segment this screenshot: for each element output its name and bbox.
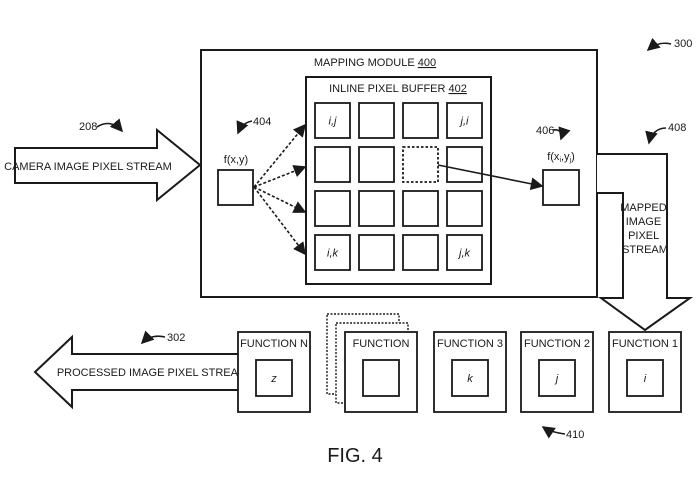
function-boxes: FUNCTION N z FUNCTION FUNCTION 3 k FUNCTION 2… bbox=[237, 331, 682, 413]
pixel-cell-label: i,j bbox=[329, 116, 338, 128]
inline-pixel-buffer-box bbox=[305, 76, 492, 285]
pixel-cell bbox=[446, 102, 483, 139]
pixel-cell bbox=[358, 102, 395, 139]
ref-408: 408 bbox=[645, 122, 686, 145]
function-box: FUNCTION N z bbox=[237, 331, 311, 413]
function-variable: z bbox=[270, 373, 277, 385]
ref-410-label: 410 bbox=[566, 429, 584, 441]
function-outer-box bbox=[344, 331, 418, 413]
fan-arrow-2 bbox=[253, 165, 307, 188]
function-title: FUNCTION bbox=[353, 338, 410, 350]
ref-404: 404 bbox=[236, 116, 271, 135]
function-outer-box bbox=[520, 331, 594, 413]
function-inner-box bbox=[451, 359, 489, 397]
function-title: FUNCTION 1 bbox=[612, 338, 678, 350]
ref-408-label: 408 bbox=[668, 122, 686, 134]
fan-arrows bbox=[253, 123, 307, 256]
pixel-cell bbox=[314, 234, 351, 271]
ref-404-label: 404 bbox=[253, 116, 271, 128]
ref-406: 406 bbox=[536, 125, 571, 141]
inline-pixel-buffer-title: INLINE PIXEL BUFFER 402 bbox=[329, 83, 467, 95]
pixel-cell bbox=[314, 146, 351, 183]
function-inner-box bbox=[626, 359, 664, 397]
function-title: FUNCTION 2 bbox=[524, 338, 590, 350]
pixel-cell-highlighted bbox=[402, 146, 439, 183]
function-title: FUNCTION 3 bbox=[437, 338, 503, 350]
function-variable: i bbox=[644, 373, 647, 385]
ref-300: 300 bbox=[646, 37, 692, 52]
ref-302: 302 bbox=[140, 330, 185, 345]
input-function-box bbox=[217, 169, 254, 206]
function-variable: j bbox=[554, 373, 559, 385]
fan-arrow-4 bbox=[253, 186, 306, 256]
function-outer-box bbox=[237, 331, 311, 413]
fan-arrow-1 bbox=[253, 123, 307, 188]
pixel-grid: i,j j,i i,k j,k bbox=[314, 102, 483, 271]
pixel-cell bbox=[402, 234, 439, 271]
output-function-label: f(xi,yj) bbox=[547, 151, 575, 164]
function-box: FUNCTION 1 i bbox=[608, 331, 682, 413]
pixel-cell bbox=[314, 102, 351, 139]
pixel-cell bbox=[402, 190, 439, 227]
ref-300-label: 300 bbox=[674, 38, 692, 50]
function-title: FUNCTION N bbox=[240, 338, 308, 350]
ref-406-label: 406 bbox=[536, 125, 554, 137]
pixel-cell bbox=[358, 190, 395, 227]
function-box: FUNCTION 3 k bbox=[433, 331, 507, 413]
processed-stream-label: PROCESSED IMAGE PIXEL STREAM bbox=[57, 367, 247, 379]
pixel-cell-label: j,k bbox=[457, 248, 471, 260]
function-inner-box bbox=[362, 359, 400, 397]
ref-410: 410 bbox=[541, 426, 584, 441]
fan-arrow-3 bbox=[253, 186, 307, 213]
mapping-arrow bbox=[437, 164, 544, 191]
camera-stream-arrow bbox=[14, 127, 202, 203]
ref-208-label: 208 bbox=[79, 121, 97, 133]
processed-stream-arrow bbox=[33, 334, 240, 410]
mapping-module-title: MAPPING MODULE 400 bbox=[314, 57, 436, 69]
camera-stream-label: CAMERA IMAGE PIXEL STREAM bbox=[4, 161, 172, 173]
function-outer-box bbox=[608, 331, 682, 413]
function-variable: k bbox=[467, 373, 473, 385]
pixel-cell bbox=[402, 102, 439, 139]
input-function-label: f(x,y) bbox=[224, 154, 248, 166]
pixel-cell-label: i,k bbox=[327, 248, 339, 260]
output-function-box bbox=[542, 169, 580, 206]
function-box: FUNCTION 2 j bbox=[520, 331, 594, 413]
pixel-cell bbox=[446, 190, 483, 227]
mapped-stream-label: MAPPED IMAGE PIXEL STREAM bbox=[620, 202, 670, 256]
pixel-cell bbox=[358, 146, 395, 183]
function-inner-box bbox=[255, 359, 293, 397]
ref-208: 208 bbox=[79, 118, 124, 133]
pixel-cell bbox=[446, 146, 483, 183]
pixel-cell bbox=[314, 190, 351, 227]
pixel-cell-label: j,i bbox=[459, 116, 470, 128]
function-box: FUNCTION bbox=[344, 331, 418, 413]
function-outer-box bbox=[433, 331, 507, 413]
figure-caption: FIG. 4 bbox=[327, 445, 383, 467]
pixel-cell bbox=[358, 234, 395, 271]
pixel-cell bbox=[446, 234, 483, 271]
mapped-stream-arrow bbox=[597, 153, 694, 332]
function-inner-box bbox=[538, 359, 576, 397]
ref-302-label: 302 bbox=[167, 332, 185, 344]
